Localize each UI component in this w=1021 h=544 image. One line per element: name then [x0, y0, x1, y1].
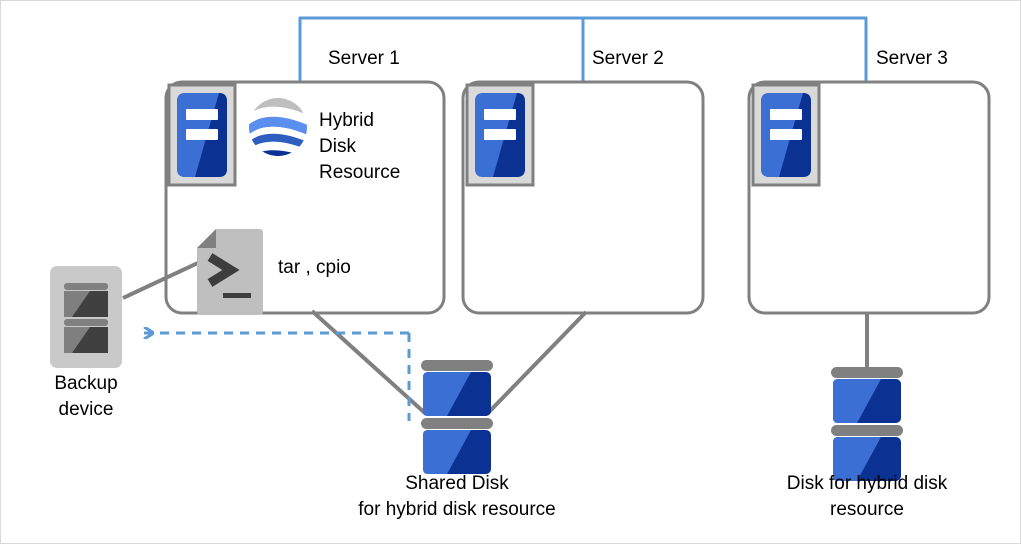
- script-file-icon: [197, 229, 263, 315]
- server1-title: Server 1: [328, 48, 400, 69]
- server3-tower-icon: [751, 83, 821, 187]
- network-interconnect: [298, 16, 868, 83]
- backup-device-icon: [50, 266, 122, 368]
- shared-disk-label: Shared Disk for hybrid disk resource: [358, 473, 556, 520]
- server3-disk-icon: [831, 367, 903, 481]
- server3-title: Server 3: [876, 48, 948, 69]
- tar-cpio-label: tar , cpio: [278, 257, 351, 278]
- backup-device-label: Backup device: [54, 373, 118, 420]
- server2-tower-icon: [465, 83, 535, 187]
- shared-disk-icon: [421, 360, 493, 474]
- server3-disk-label: Disk for hybrid disk resource: [786, 473, 948, 520]
- backup-flow-arrow: [144, 333, 411, 421]
- server2-title: Server 2: [592, 48, 664, 69]
- hybrid-disk-resource-label: Hybrid Disk Resource: [319, 110, 401, 183]
- server1-tower-icon: [167, 83, 237, 187]
